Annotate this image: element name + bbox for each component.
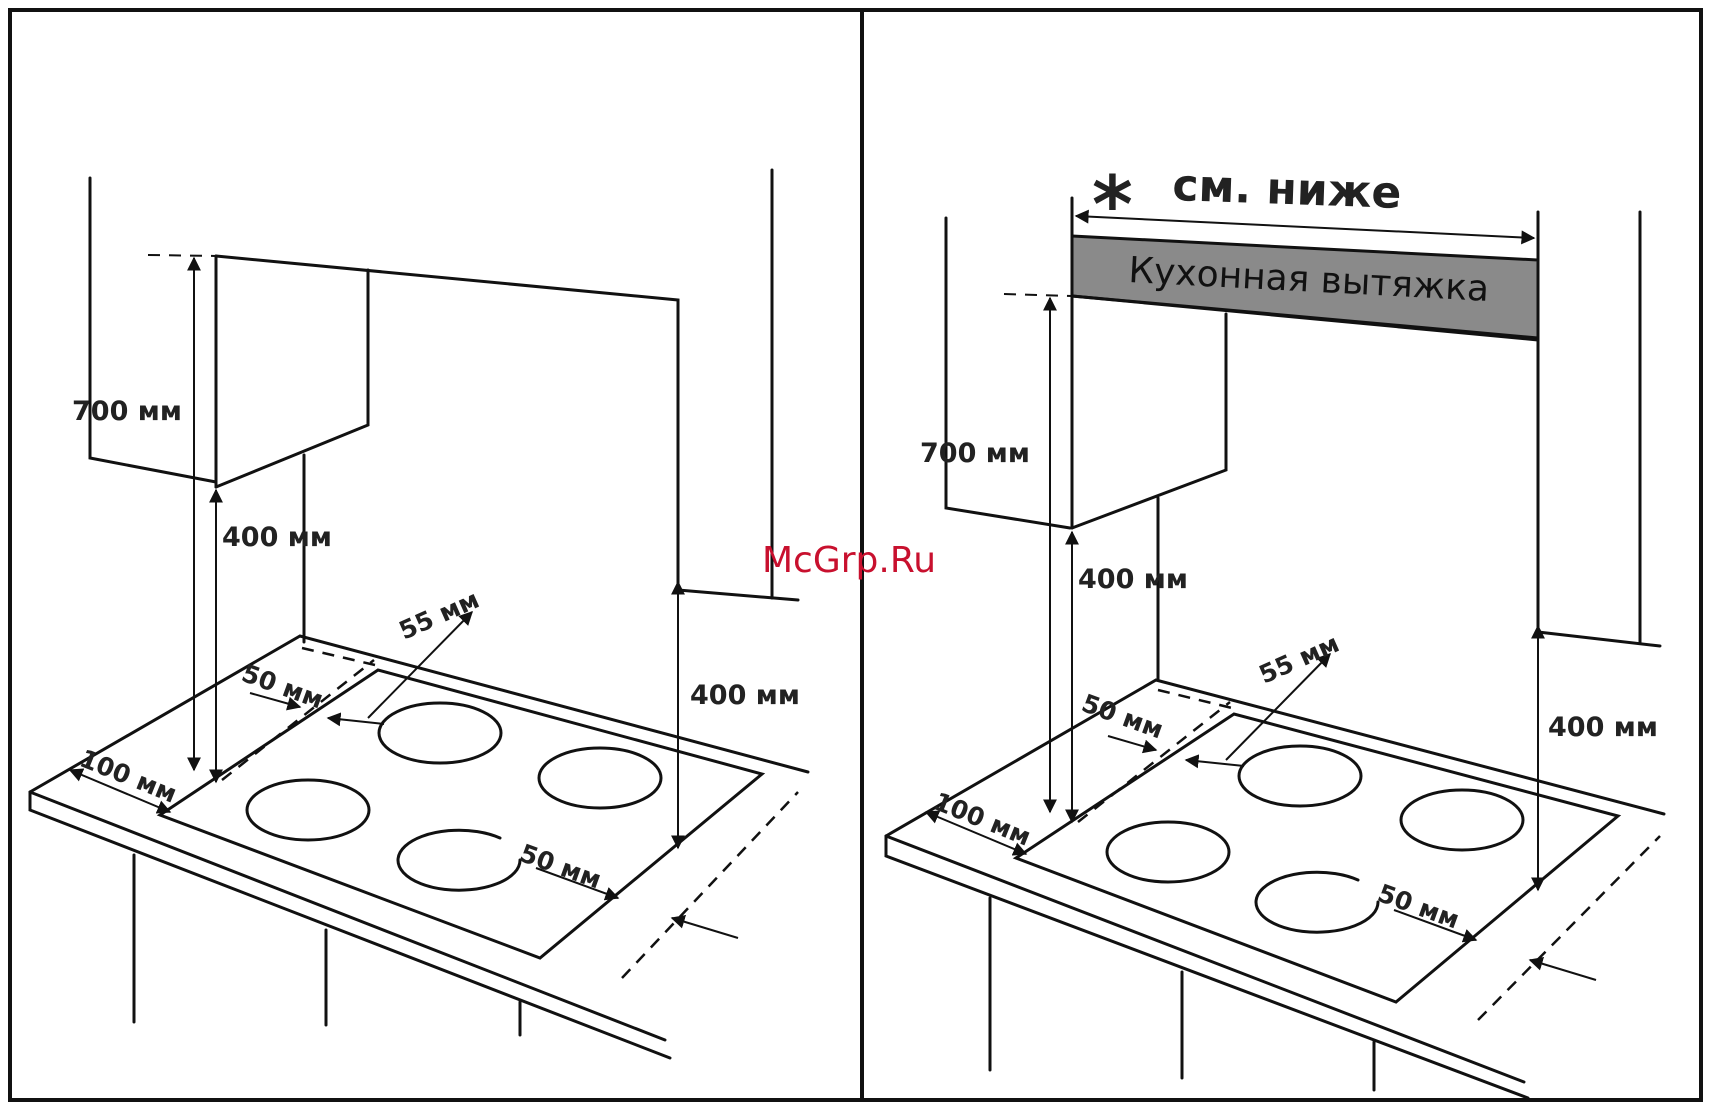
see-below-label: см. ниже xyxy=(1172,160,1403,219)
dim-100-label: 100 мм xyxy=(76,744,181,809)
burner xyxy=(247,780,369,840)
left-dimension-arrows xyxy=(70,258,738,938)
dim-55-label: 55 мм xyxy=(1255,629,1344,690)
burner xyxy=(539,748,661,808)
burner xyxy=(1107,822,1229,882)
dim-400-cabinet-label: 400 мм xyxy=(1078,564,1188,595)
dim-50-back-label: 50 мм xyxy=(238,658,327,714)
left-hob xyxy=(160,670,762,958)
watermark-text: McGrp.Ru xyxy=(762,540,936,581)
dim-400-right-label: 400 мм xyxy=(690,680,800,711)
burner xyxy=(398,830,520,890)
dim-700-label: 700 мм xyxy=(72,396,182,427)
dim-55-label: 55 мм xyxy=(395,585,484,646)
dim-50-back-label: 50 мм xyxy=(1078,688,1167,744)
right-dimension-arrows xyxy=(926,298,1596,980)
dim-400-cabinet-label: 400 мм xyxy=(222,522,332,553)
right-panel: * см. ниже Кухонная вытяжка xyxy=(886,160,1664,1098)
burner xyxy=(1256,872,1378,932)
right-hood-group: * см. ниже Кухонная вытяжка xyxy=(1072,160,1538,338)
left-panel: 700 мм 400 мм 400 мм 55 мм 50 мм 100 мм … xyxy=(30,170,808,1058)
left-wall-lines xyxy=(90,170,798,642)
burner xyxy=(1239,746,1361,806)
dim-400-right-label: 400 мм xyxy=(1548,712,1658,743)
dim-700-label: 700 мм xyxy=(920,438,1030,469)
burner xyxy=(379,703,501,763)
dim-50-front-label: 50 мм xyxy=(516,838,605,894)
dim-50-front-label: 50 мм xyxy=(1374,878,1463,934)
burner xyxy=(1401,790,1523,850)
dim-100-label: 100 мм xyxy=(930,787,1035,852)
right-hob xyxy=(1016,714,1618,1002)
